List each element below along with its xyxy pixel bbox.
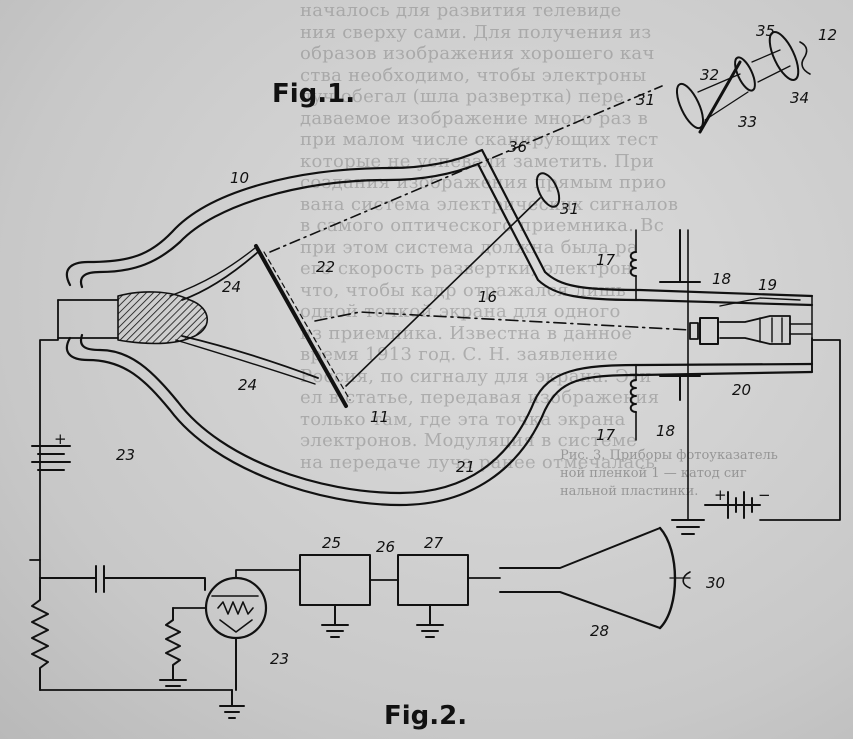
label-36: 36 (508, 138, 527, 156)
label-16: 16 (478, 288, 497, 306)
battery-left (31, 445, 71, 471)
tube-base-socket (117, 291, 208, 345)
label-35: 35 (756, 22, 775, 40)
label-24-upper: 24 (222, 278, 241, 296)
label-17-upper: 17 (596, 251, 616, 269)
plate-18-lower (659, 375, 701, 401)
label-18-upper: 18 (712, 270, 731, 288)
lens-31 (675, 82, 705, 130)
electron-beam (314, 311, 691, 331)
lens-31-tube (535, 172, 561, 208)
block-25 (299, 554, 371, 606)
label-30: 30 (706, 574, 725, 592)
label-11: 11 (370, 408, 389, 426)
amplifier-circuit (31, 526, 691, 719)
battery-right-minus: − (758, 486, 771, 504)
figure-2-title: Fig.2. (384, 701, 467, 731)
resistor-grid (159, 607, 187, 687)
background-caption: Рис. 3. Приборы фотоуказатель ной пленко… (560, 448, 778, 499)
plate-18-upper (659, 229, 701, 283)
label-32: 32 (700, 66, 719, 84)
label-31-optics: 31 (636, 91, 655, 109)
label-19: 19 (758, 276, 777, 294)
coil-17-lower (629, 379, 637, 413)
label-20: 20 (732, 381, 751, 399)
support-upper (181, 251, 259, 301)
lens-34 (734, 56, 756, 92)
electron-gun-19 (699, 317, 719, 345)
light-ray (345, 197, 541, 387)
label-26: 26 (376, 538, 395, 556)
figure-1-title: Fig.1. (272, 79, 355, 109)
label-23-battery: 23 (116, 446, 135, 464)
mosaic-plate (254, 244, 348, 408)
label-10: 10 (230, 169, 249, 187)
screen-32-33 (698, 60, 742, 134)
reference-labels: 10 11 12 16 17 17 18 18 19 20 21 22 23 2… (54, 22, 837, 668)
block-27 (397, 554, 469, 606)
resistor-left (31, 579, 49, 691)
capacitor (39, 565, 206, 593)
support-lower (181, 335, 319, 379)
label-33: 33 (738, 113, 757, 131)
circuit-left-wire (39, 299, 59, 561)
battery-right (704, 491, 761, 519)
label-27: 27 (424, 534, 444, 552)
battery-left-plus: + (54, 430, 67, 448)
label-17-lower: 17 (596, 426, 616, 444)
label-18-lower: 18 (656, 422, 675, 440)
label-34: 34 (790, 89, 809, 107)
tube-envelope (65, 148, 814, 507)
background-text: началось для развития телевиде ния сверх… (300, 0, 679, 473)
label-21: 21 (456, 458, 475, 476)
coil-17-upper (629, 251, 637, 277)
label-12: 12 (818, 26, 837, 44)
optical-axis (269, 85, 663, 253)
battery-right-plus: + (714, 486, 727, 504)
label-28: 28 (590, 622, 609, 640)
bracket-12 (799, 41, 811, 75)
label-22: 22 (316, 258, 335, 276)
label-25: 25 (322, 534, 341, 552)
ground-symbol-tube (219, 637, 245, 719)
picture-tube (499, 527, 661, 629)
label-23-tube: 23 (270, 650, 289, 668)
lens-35 (768, 31, 800, 81)
screen-30 (682, 571, 691, 589)
label-31-tube: 31 (560, 200, 579, 218)
label-24-lower: 24 (238, 376, 257, 394)
ground-symbol-right (671, 519, 705, 535)
